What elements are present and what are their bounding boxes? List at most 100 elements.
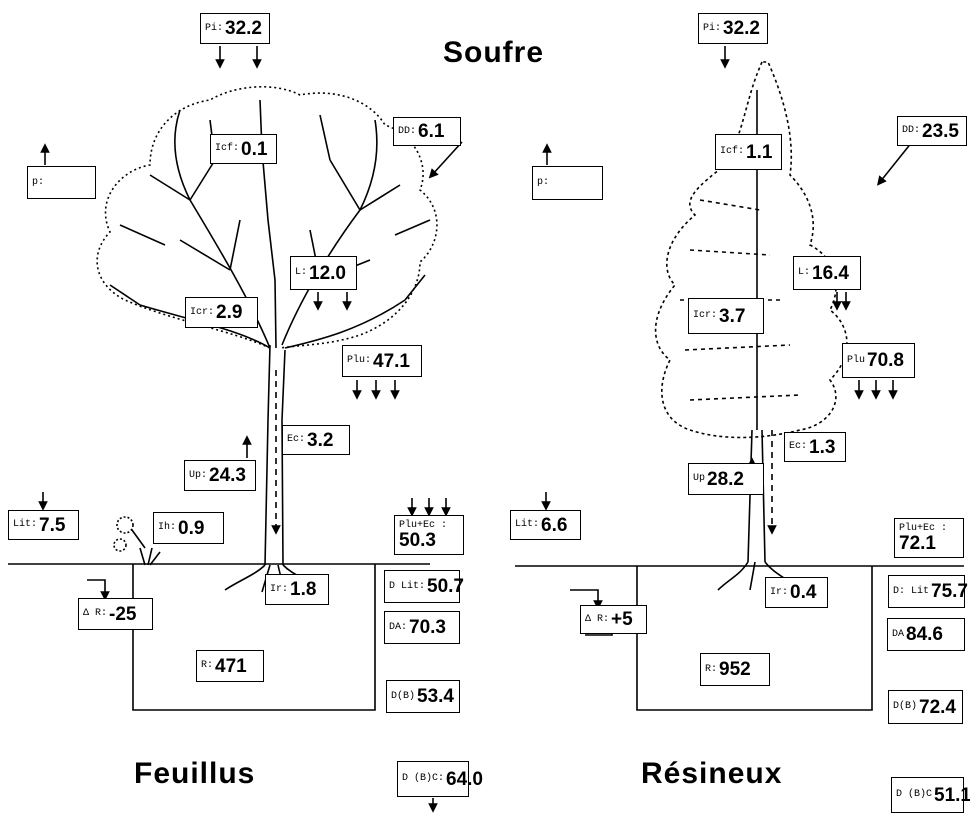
flux-label: D(B) (893, 702, 917, 712)
flux-box-feuillus-dlit: D Lit:50.7 (384, 570, 460, 603)
diagram-title: Soufre (443, 36, 544, 70)
flux-value: -25 (109, 605, 136, 624)
flux-box-resineux-lit: Lit:6.6 (510, 510, 581, 540)
flux-label: Icf: (720, 147, 744, 157)
flux-box-resineux-ec: Ec:1.3 (784, 432, 846, 462)
flux-value: 3.7 (719, 307, 745, 326)
flux-label: Plu+Ec : (899, 524, 947, 534)
flux-label: p: (537, 178, 549, 188)
flux-label: Ih: (158, 523, 176, 533)
flux-value: 75.7 (931, 582, 968, 601)
flux-value: +5 (611, 610, 633, 629)
soil-compartment-right (637, 566, 872, 710)
flux-box-feuillus-l: L:12.0 (290, 256, 357, 290)
flux-value: 6.6 (541, 516, 567, 535)
flux-value: 3.2 (307, 431, 333, 450)
flux-label: Δ R: (83, 609, 107, 619)
flux-box-resineux-pluec: Plu+Ec :72.1 (894, 518, 964, 558)
flux-value: 24.3 (209, 466, 246, 485)
flux-label: Plu+Ec : (399, 521, 447, 531)
flux-value: 12.0 (309, 264, 346, 283)
flux-value: 23.5 (922, 122, 959, 141)
flux-box-feuillus-dr: Δ R:-25 (78, 598, 153, 630)
flux-box-resineux-p: p: (532, 166, 603, 200)
flux-value: 50.7 (427, 577, 464, 596)
flux-label: Pi: (703, 24, 721, 34)
flux-label: D Lit: (389, 582, 425, 592)
flux-box-feuillus-ir: Ir:1.8 (265, 574, 329, 605)
flux-value: 16.4 (812, 264, 849, 283)
flux-label: DA (892, 630, 904, 640)
flux-box-feuillus-da: DA:70.3 (384, 611, 460, 644)
flux-box-resineux-pi: Pi:32.2 (698, 13, 768, 44)
flux-value: 0.4 (790, 583, 816, 602)
flux-box-feuillus-icf: Icf:0.1 (210, 134, 277, 164)
flux-label: D (B)C: (402, 774, 444, 784)
flux-box-feuillus-dd: DD:6.1 (393, 117, 461, 146)
flux-box-resineux-ir: Ir:0.4 (765, 577, 828, 608)
flux-label: Ir: (770, 588, 788, 598)
flux-label: Lit: (13, 520, 37, 530)
flux-label: Icr: (190, 308, 214, 318)
flux-label: p: (32, 178, 44, 188)
flux-label: Plu (847, 356, 865, 366)
flux-label: Plu: (347, 356, 371, 366)
flux-label: Δ R: (585, 615, 609, 625)
flux-value: 1.8 (290, 580, 316, 599)
flux-label: Up (693, 474, 705, 484)
flux-value: 72.1 (899, 534, 936, 553)
flux-value: 53.4 (417, 687, 454, 706)
flux-value: 1.3 (809, 438, 835, 457)
flux-value: 7.5 (39, 516, 65, 535)
flux-value: 84.6 (906, 625, 943, 644)
flux-box-feuillus-ec: Ec:3.2 (282, 425, 350, 455)
flux-value: 72.4 (919, 698, 956, 717)
flux-value: 28.2 (707, 470, 744, 489)
flux-value: 70.3 (409, 618, 446, 637)
flux-label: Icr: (693, 311, 717, 321)
soil-compartment-left (133, 564, 375, 710)
flux-box-feuillus-db: D(B)53.4 (386, 680, 460, 713)
flux-value: 32.2 (225, 19, 262, 38)
flux-label: Icf: (215, 144, 239, 154)
flux-value: 0.1 (241, 140, 267, 159)
conifer-caption: Résineux (641, 757, 782, 791)
flux-box-feuillus-plu: Plu:47.1 (342, 345, 422, 377)
flux-box-feuillus-pluec: Plu+Ec :50.3 (394, 515, 464, 555)
flux-box-feuillus-r: R:471 (196, 650, 264, 682)
flux-box-resineux-r: R:952 (700, 653, 770, 686)
flux-box-feuillus-icr: Icr:2.9 (185, 297, 258, 328)
flux-label: Ec: (789, 442, 807, 452)
flux-label: D (B)C (896, 790, 932, 800)
flux-box-feuillus-pi: Pi:32.2 (200, 13, 270, 44)
flux-label: Ir: (270, 585, 288, 595)
flux-box-feuillus-up: Up:24.3 (184, 460, 256, 491)
flux-box-feuillus-ih: Ih:0.9 (153, 512, 224, 544)
flux-value: 471 (215, 657, 247, 676)
flux-label: Ec: (287, 435, 305, 445)
flux-box-resineux-dr: Δ R:+5 (580, 605, 647, 634)
flux-label: DD: (398, 127, 416, 137)
flux-value: 0.9 (178, 519, 204, 538)
flux-box-resineux-dd: DD:23.5 (897, 116, 967, 146)
flux-value: 952 (719, 660, 751, 679)
flux-label: L: (798, 268, 810, 278)
flux-label: R: (705, 665, 717, 675)
flux-box-resineux-db: D(B)72.4 (888, 690, 963, 724)
flux-box-feuillus-p: p: (27, 166, 96, 199)
flux-label: Pi: (205, 24, 223, 34)
flux-value: 32.2 (723, 19, 760, 38)
flux-value: 2.9 (216, 303, 242, 322)
flux-value: 51.1 (934, 786, 970, 805)
broadleaf-caption: Feuillus (134, 757, 255, 791)
flux-label: D: Lit (893, 587, 929, 597)
flux-value: 50.3 (399, 531, 436, 550)
flux-box-resineux-l: L:16.4 (793, 256, 861, 290)
flux-box-resineux-icr: Icr:3.7 (688, 298, 764, 334)
flux-value: 6.1 (418, 122, 444, 141)
